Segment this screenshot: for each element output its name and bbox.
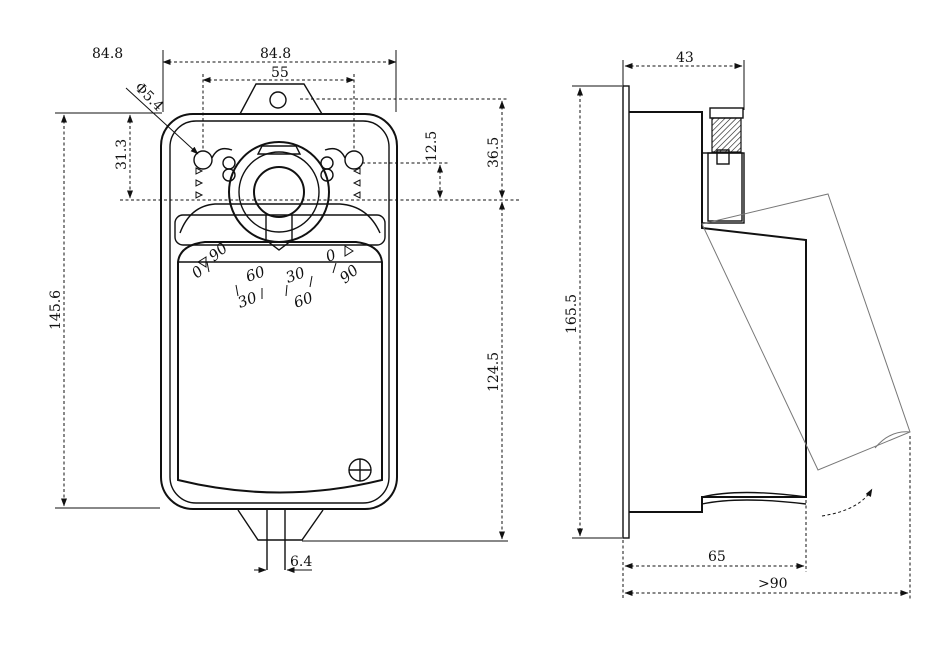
side-main-body — [629, 111, 807, 513]
bottom-mounting-tab — [237, 509, 324, 541]
scale-left-0: 0 — [188, 262, 207, 282]
scale-left-60: 60 — [243, 262, 268, 286]
width-dimension: 84.8 — [260, 46, 291, 62]
shaft-knob — [709, 107, 744, 119]
rotation-arrow-icon — [821, 488, 873, 517]
scale-ticks — [206, 261, 337, 299]
side-view: 43 165.5 65 >90 — [564, 50, 911, 600]
axis-to-bottom-dimension: 124.5 — [486, 352, 502, 392]
scale-right-60: 60 — [291, 288, 316, 312]
side-depth-body-dimension: 65 — [708, 549, 726, 565]
mechanism-plate — [174, 214, 386, 246]
hole-spacing-dimension: 55 — [271, 65, 289, 81]
corner-label: 84.8 — [92, 46, 123, 62]
side-mounting-plate — [622, 85, 630, 539]
total-height-dimension: 145.6 — [48, 290, 64, 330]
top-to-axis-dimension: 36.5 — [486, 137, 502, 168]
shaft-bore — [253, 166, 305, 218]
housing-inner — [169, 120, 390, 504]
housing-outer — [160, 113, 398, 510]
scale-right-0: 0 — [323, 245, 339, 265]
hole-offset-dimension: 31.3 — [114, 139, 130, 170]
left-mounting-hole — [193, 150, 213, 170]
scale-left-30: 30 — [235, 288, 260, 312]
shaft-coupling-outer — [228, 141, 330, 243]
slot-dimension: 12.5 — [424, 131, 440, 162]
top-tab-hole — [269, 91, 287, 109]
scale-right-30: 30 — [283, 263, 308, 287]
scale-right-90: 90 — [336, 261, 363, 287]
shaft-hatched — [711, 117, 742, 153]
shaft-width-dimension: 6.4 — [290, 554, 312, 570]
side-height-dimension: 165.5 — [564, 294, 580, 334]
side-depth-top-dimension: 43 — [676, 50, 694, 66]
top-mounting-tab — [239, 83, 323, 115]
front-view: 0 90 60 30 30 60 0 90 84.8 84.8 55 Φ5.4 — [48, 46, 520, 573]
right-mounting-hole — [344, 150, 364, 170]
position-markers — [195, 167, 361, 199]
side-depth-total-dimension: >90 — [758, 576, 788, 592]
